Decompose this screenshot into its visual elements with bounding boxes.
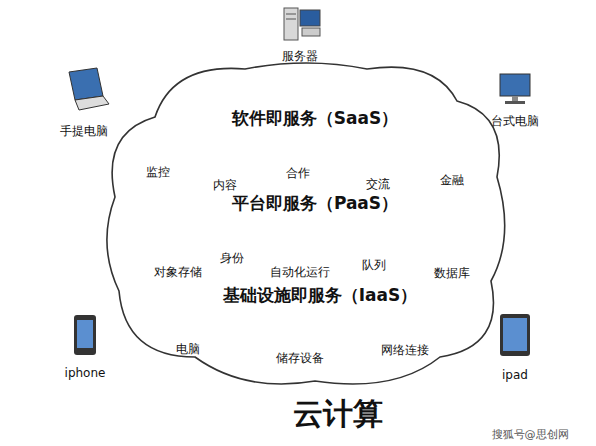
- icon-label: 金融: [440, 172, 464, 189]
- icon-label: 手提电脑: [60, 123, 108, 140]
- icon-label: 交流: [366, 176, 390, 193]
- icon-label: 监控: [146, 164, 170, 181]
- cloud-outline: [95, 55, 505, 390]
- cloud-outline-path: [107, 63, 505, 384]
- server-icon: [284, 8, 320, 40]
- icon-label: 储存设备: [276, 350, 324, 367]
- layer-heading: 基础设施即服务（IaaS）: [223, 284, 418, 307]
- icon-label: 数据库: [434, 265, 470, 282]
- icon-label: 电脑: [176, 341, 200, 358]
- diagram-title: 云计算: [293, 394, 383, 435]
- icon-label: 台式电脑: [491, 113, 539, 130]
- icon-label: ipad: [502, 368, 528, 382]
- phone-icon: [74, 315, 96, 355]
- icon-label: 自动化运行: [270, 264, 330, 281]
- watermark: 搜狐号@思创网: [492, 427, 569, 442]
- icon-label: 内容: [213, 177, 237, 194]
- layer-heading: 平台即服务（PaaS）: [232, 192, 398, 215]
- laptop-icon: [69, 68, 109, 110]
- icon-label: 对象存储: [154, 264, 202, 281]
- icon-label: 服务器: [282, 48, 318, 65]
- icon-label: 网络连接: [381, 342, 429, 359]
- icon-label: 身份: [220, 250, 244, 267]
- tablet-icon: [500, 314, 530, 356]
- icon-label: iphone: [65, 366, 106, 380]
- layer-heading: 软件即服务（SaaS）: [232, 107, 398, 130]
- cloud-region: 软件即服务（SaaS） 平台即服务（PaaS） 基础设施即服务（IaaS）: [95, 55, 505, 390]
- desktop-icon: [500, 74, 530, 104]
- icon-label: 队列: [362, 257, 386, 274]
- icon-label: 合作: [286, 165, 310, 182]
